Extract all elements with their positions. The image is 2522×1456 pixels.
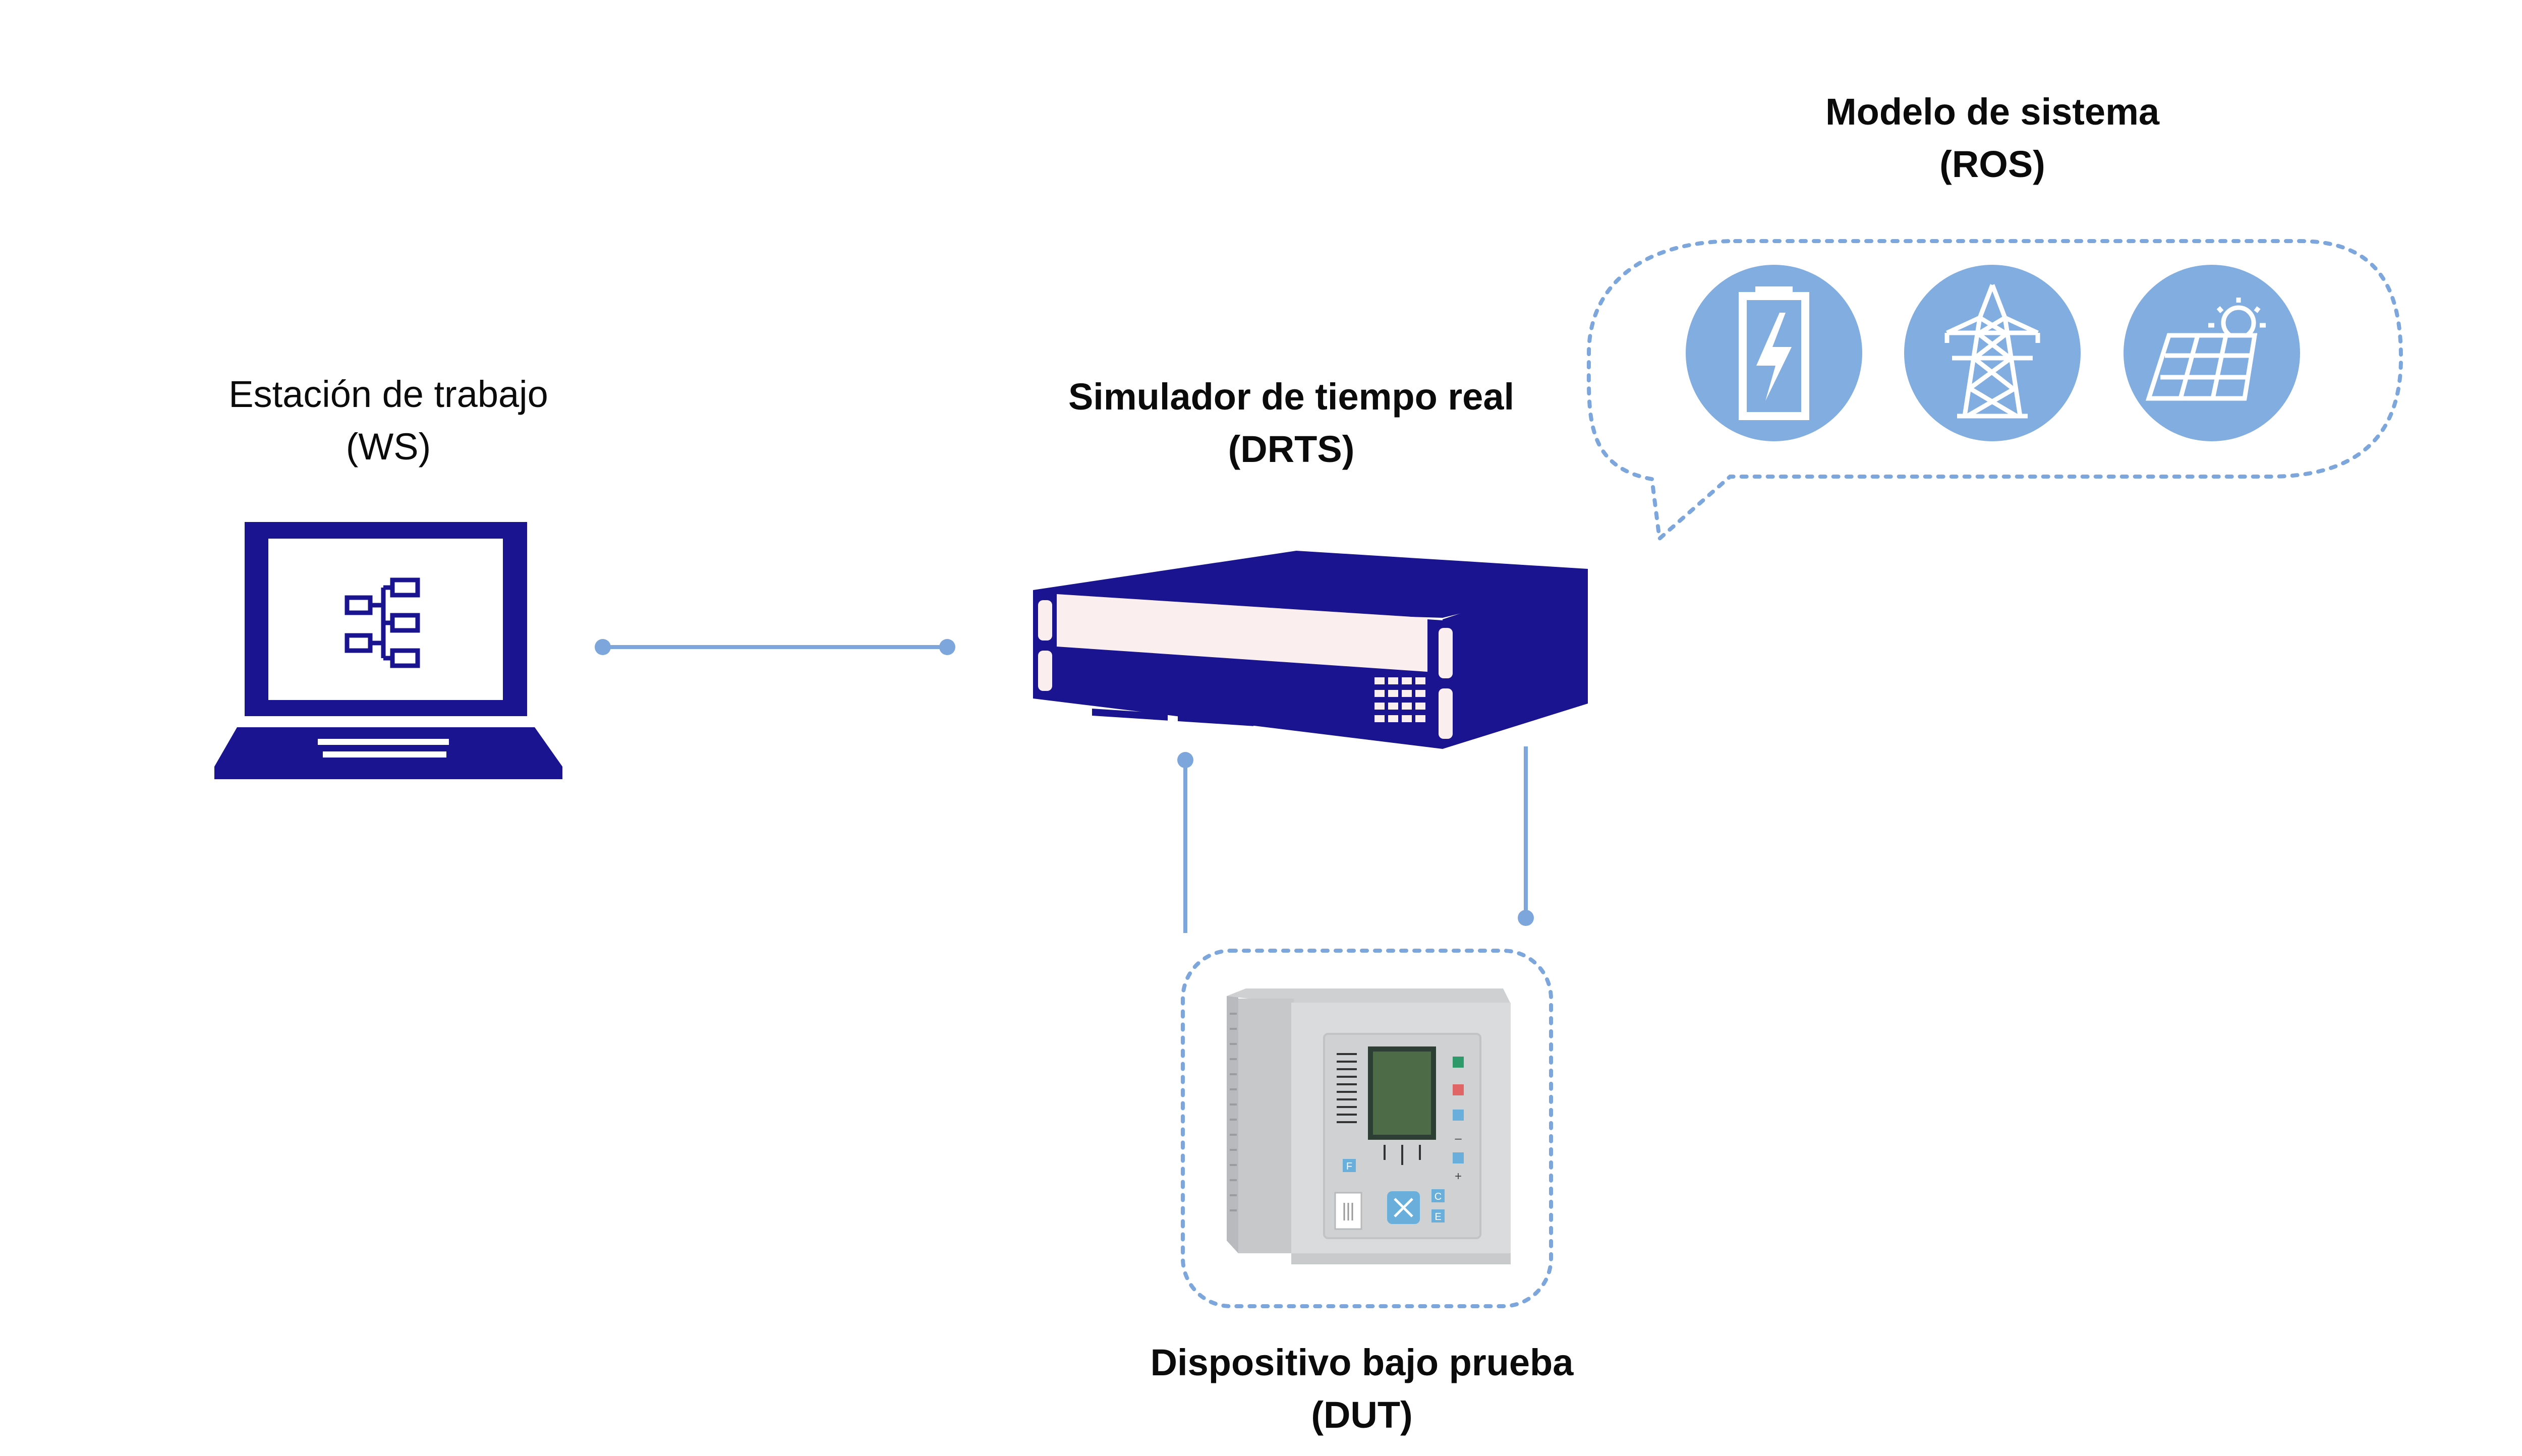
- system-model-title: Modelo de sistema: [1825, 91, 2160, 133]
- connector-drts-dut-right: [1518, 746, 1534, 926]
- simulator-code: (DRTS): [1228, 428, 1355, 470]
- workstation-label: Estación de trabajo (WS): [194, 376, 583, 465]
- relay-f-key: F: [1346, 1161, 1352, 1172]
- laptop-icon: [214, 522, 562, 779]
- dut-title: Dispositivo bajo prueba: [1150, 1342, 1574, 1383]
- workstation-code: (WS): [346, 426, 431, 468]
- ros-speech-bubble: [1586, 239, 2403, 543]
- relay-e-key: E: [1435, 1211, 1441, 1222]
- solar-panel-icon: [2124, 265, 2300, 441]
- dut-label: Dispositivo bajo prueba (DUT): [1110, 1344, 1614, 1434]
- relay-minus-key: –: [1455, 1132, 1462, 1145]
- transmission-tower-icon: [1904, 265, 2081, 441]
- keypad: [1374, 677, 1425, 722]
- hierarchy-icon: [345, 577, 420, 668]
- simulator-label: Simulador de tiempo real (DRTS): [1039, 378, 1543, 468]
- battery-icon: [1686, 265, 1862, 441]
- relay-plus-key: +: [1455, 1170, 1462, 1183]
- connector-drts-dut-left: [1177, 752, 1193, 933]
- dut-code: (DUT): [1311, 1394, 1413, 1436]
- protection-relay-icon: – + F C E: [1227, 988, 1511, 1264]
- dut-frame: [1181, 949, 1553, 1308]
- workstation-title: Estación de trabajo: [228, 373, 548, 415]
- system-model-code: (ROS): [1939, 143, 2045, 185]
- simulator-rack-icon: [1033, 551, 1588, 749]
- simulator-title: Simulador de tiempo real: [1068, 376, 1515, 418]
- connector-ws-drts: [595, 639, 955, 655]
- system-model-label: Modelo de sistema (ROS): [1791, 93, 2194, 183]
- relay-c-key: C: [1435, 1191, 1442, 1202]
